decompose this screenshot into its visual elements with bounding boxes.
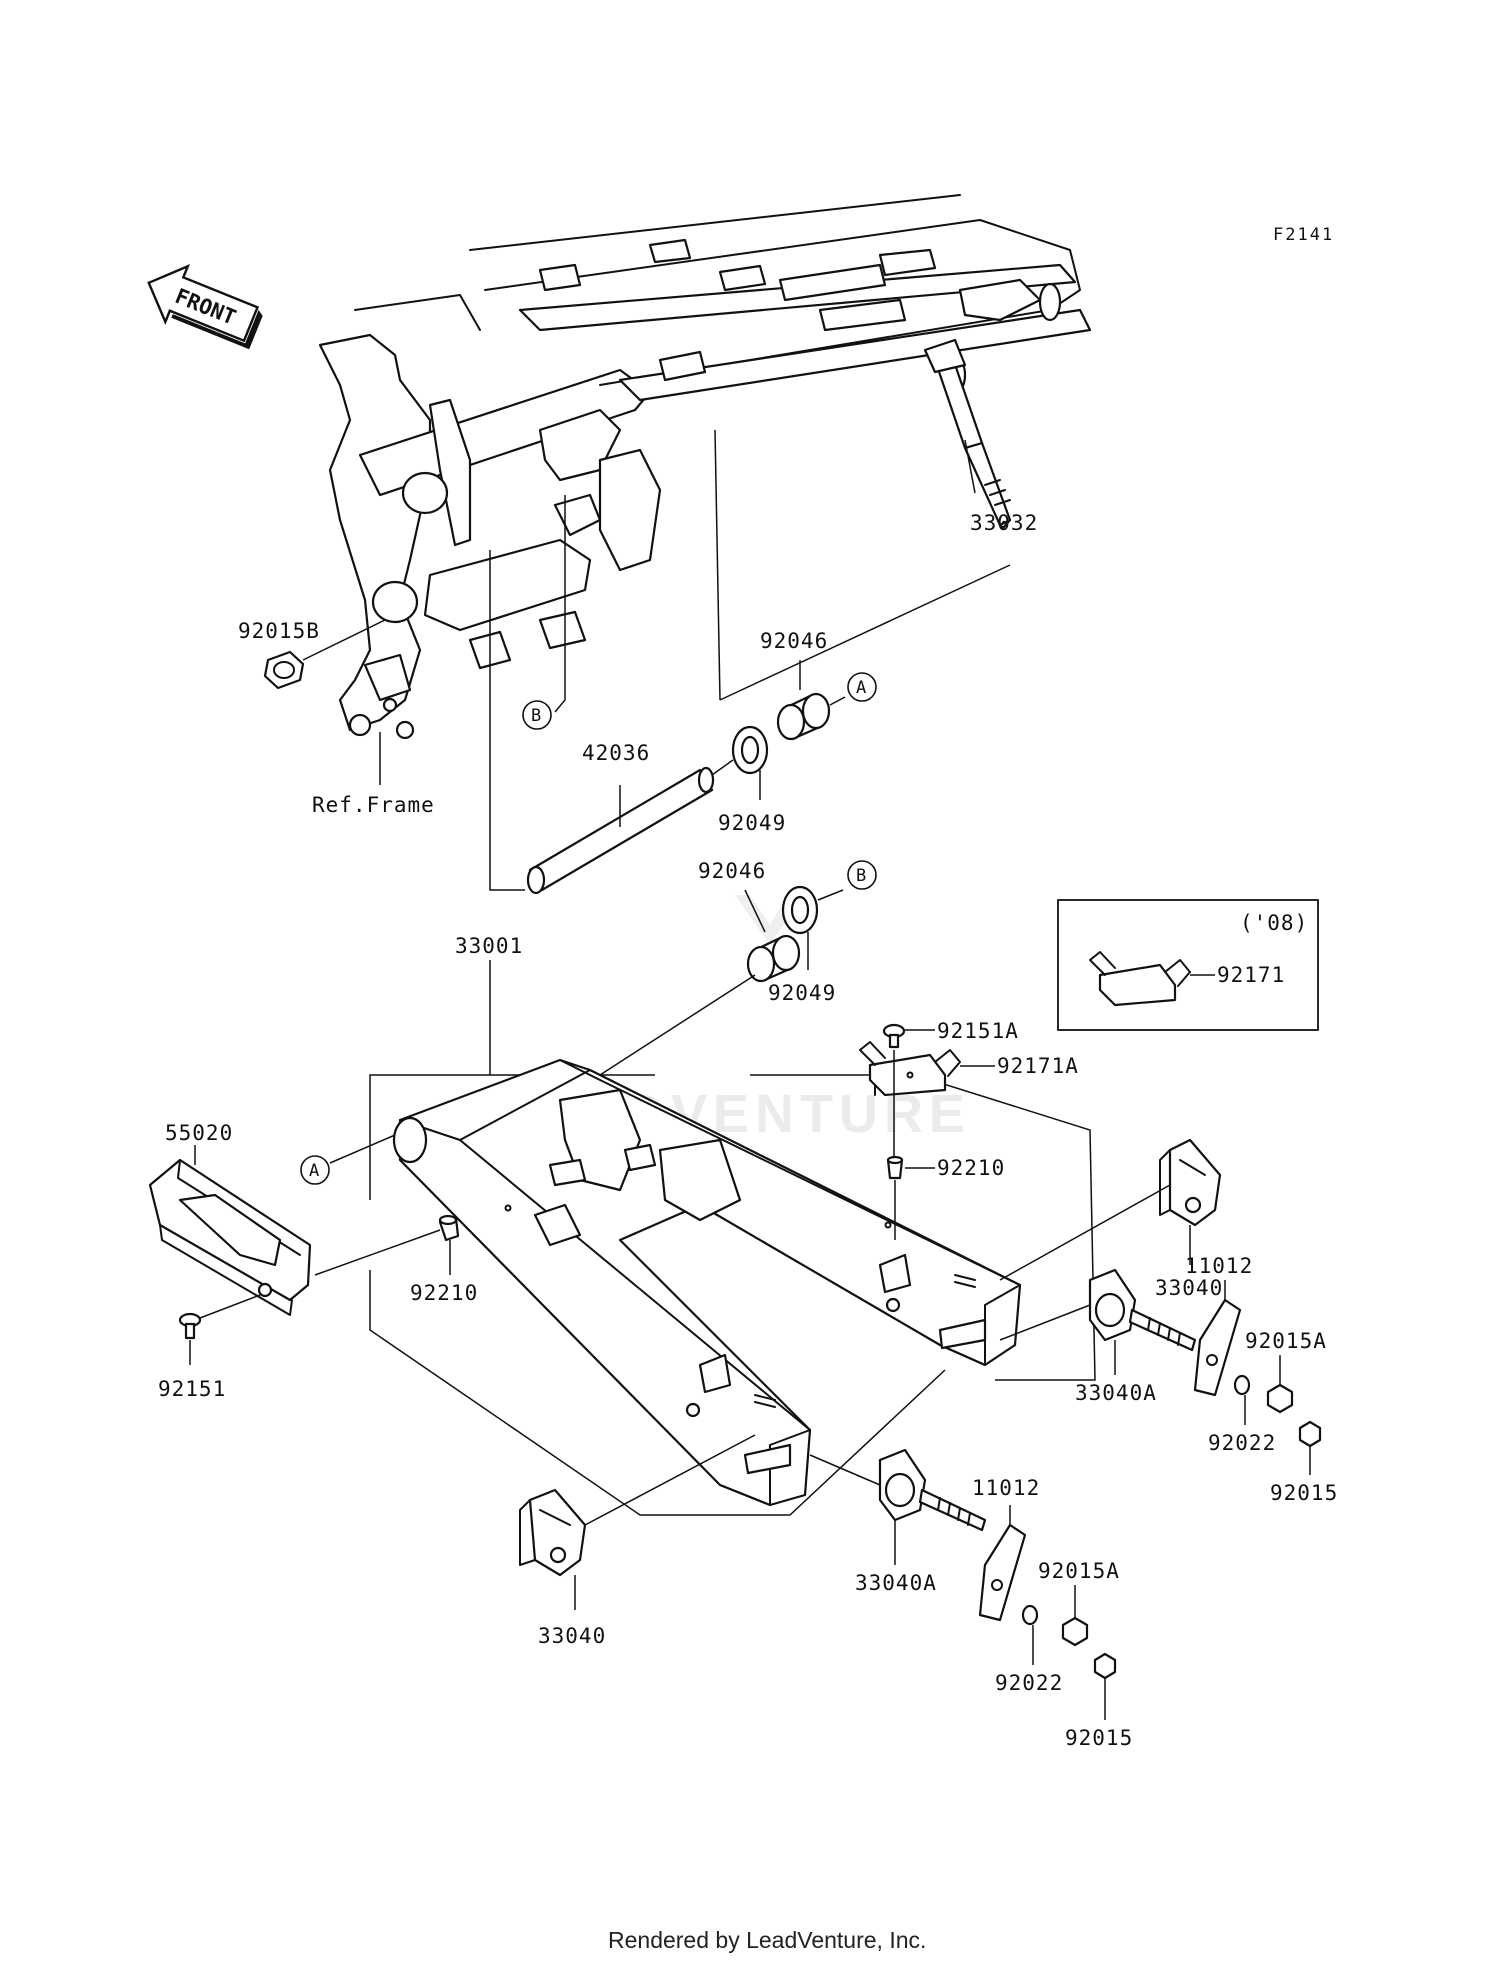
pivot-shaft-33032 xyxy=(923,338,1012,530)
label-92049-upper: 92049 xyxy=(718,811,786,835)
label-92151: 92151 xyxy=(158,1377,226,1401)
leader-92046-upper xyxy=(799,660,846,706)
bearing-92046-lower xyxy=(746,934,801,983)
label-33040A-left: 33040A xyxy=(855,1571,937,1595)
nut-92015-left xyxy=(1093,1652,1117,1680)
label-92046-upper: 92046 xyxy=(760,629,828,653)
label-11012-left: 11012 xyxy=(972,1476,1040,1500)
adjuster-33040A-right xyxy=(1088,1268,1197,1352)
washer-92022-left xyxy=(1021,1604,1039,1626)
label-92049-lower: 92049 xyxy=(768,981,836,1005)
ref-a-lower-text: A xyxy=(309,1161,319,1181)
leader-ref-a-lower xyxy=(329,1134,396,1164)
plate-11012-right xyxy=(1193,1298,1242,1397)
label-ref-frame: Ref.Frame xyxy=(312,793,435,817)
label-92015A-right: 92015A xyxy=(1245,1329,1327,1353)
leader-92015B xyxy=(302,619,386,661)
ref-a-upper-text: A xyxy=(856,678,866,698)
plate-11012-left xyxy=(978,1523,1027,1622)
screw-92210-left xyxy=(438,1214,460,1242)
block-33040-left xyxy=(519,1488,587,1577)
leader-92210-right xyxy=(894,1167,935,1240)
leader-92151-bolt xyxy=(199,1294,261,1319)
label-92171: 92171 xyxy=(1217,963,1285,987)
label-92151A: 92151A xyxy=(937,1019,1019,1043)
seal-92049-upper xyxy=(731,725,769,775)
frame-ref xyxy=(318,194,1092,740)
leader-92171A xyxy=(893,1050,995,1160)
label-92022-right: 92022 xyxy=(1208,1431,1276,1455)
leader-33040-right xyxy=(999,1184,1191,1281)
label-92015-right: 92015 xyxy=(1270,1481,1338,1505)
leader-55020 xyxy=(194,1145,441,1276)
bearing-92046-upper xyxy=(776,692,831,741)
label-33040A-right: 33040A xyxy=(1075,1381,1157,1405)
ref-marker-a-lower: A xyxy=(300,1155,330,1185)
label-92015B: 92015B xyxy=(238,619,320,643)
leader-33040A-left xyxy=(809,1454,896,1565)
nut-92015B xyxy=(263,650,305,690)
label-33040-right: 33040 xyxy=(1155,1276,1223,1300)
chain-slider-55020 xyxy=(148,1158,312,1316)
seal-92049-lower xyxy=(781,885,819,935)
footer-credit: Rendered by LeadVenture, Inc. xyxy=(608,1927,926,1953)
bolt-92151 xyxy=(178,1294,261,1340)
label-33040-left: 33040 xyxy=(538,1624,606,1648)
label-55020: 55020 xyxy=(165,1121,233,1145)
ref-marker-a-upper: A xyxy=(847,672,877,702)
label-92210-right: 92210 xyxy=(937,1156,1005,1180)
leader-33040-left xyxy=(574,1434,756,1610)
label-33001: 33001 xyxy=(455,934,523,958)
ref-marker-b-frame: B xyxy=(522,700,552,730)
collar-42036 xyxy=(526,766,715,895)
label-92046-lower: 92046 xyxy=(698,859,766,883)
leader-33040A-right xyxy=(999,1304,1116,1375)
ref-marker-b-lower: B xyxy=(847,860,877,890)
leader-33032 xyxy=(714,429,1011,701)
nut-92015A-right xyxy=(1266,1383,1294,1414)
leader-92046-lower xyxy=(744,889,766,933)
screw-92210-right xyxy=(886,1155,904,1180)
swingarm-33001 xyxy=(392,1058,1022,1507)
diagram-code: F2141 xyxy=(1273,225,1334,245)
label-33032: 33032 xyxy=(970,511,1038,535)
block-33040-right xyxy=(1159,1138,1222,1227)
inset-variant: ('08) xyxy=(1240,911,1308,935)
bracket-33001-lower xyxy=(369,1270,946,1516)
leader-33001 xyxy=(489,960,756,1076)
label-92171A: 92171A xyxy=(997,1054,1079,1078)
washer-92022-right xyxy=(1233,1374,1251,1396)
leader-ref-b-frame xyxy=(554,495,566,713)
leader-92049-upper xyxy=(711,759,761,800)
clamp-92171A xyxy=(859,1041,961,1097)
inset-08: 92171 ('08) xyxy=(1057,899,1319,1031)
leader-92049-lower xyxy=(807,889,844,970)
adjuster-33040A-left xyxy=(878,1448,987,1532)
label-11012-right: 11012 xyxy=(1185,1254,1253,1278)
ref-b-frame-text: B xyxy=(531,706,541,726)
front-arrow: FRONT xyxy=(147,264,263,350)
ref-b-lower-text: B xyxy=(856,866,866,886)
bolt-92151A xyxy=(882,1023,906,1049)
label-92210-left: 92210 xyxy=(410,1281,478,1305)
label-92015-left: 92015 xyxy=(1065,1726,1133,1750)
label-92022-left: 92022 xyxy=(995,1671,1063,1695)
label-92015A-left: 92015A xyxy=(1038,1559,1120,1583)
nut-92015-right xyxy=(1298,1420,1322,1448)
leader-frame-to-collar xyxy=(489,550,525,891)
label-42036: 42036 xyxy=(582,741,650,765)
nut-92015A-left xyxy=(1061,1616,1089,1647)
